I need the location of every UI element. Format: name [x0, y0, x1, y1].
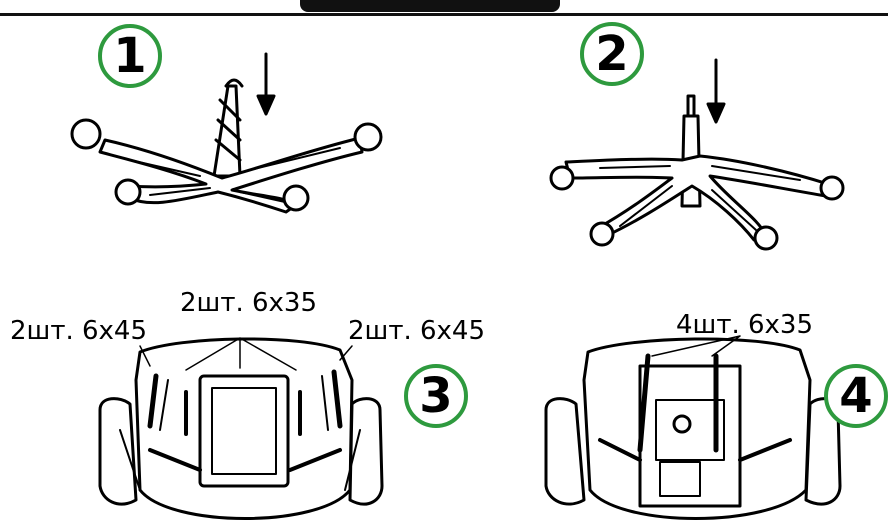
step3-right-bolt-label: 2шт. 6x45 [348, 316, 486, 346]
step4-seat-drawing [544, 335, 842, 520]
step-1-badge: 1 [98, 24, 162, 88]
step3-left-bolt-label: 2шт. 6x45 [10, 316, 148, 346]
step2-base-drawing [549, 58, 845, 251]
step3-center-bolt-label: 2шт. 6x35 [180, 288, 318, 318]
header-rule [0, 13, 888, 16]
step-2-badge: 2 [580, 22, 644, 86]
step4-bolt-label: 4шт. 6x35 [676, 310, 814, 340]
cropped-title [300, 0, 560, 12]
step1-base-drawing [70, 52, 383, 214]
step-4-badge: 4 [824, 364, 888, 428]
header-strip [0, 0, 888, 22]
step-3-badge: 3 [404, 364, 468, 428]
step3-seat-drawing [98, 337, 384, 520]
